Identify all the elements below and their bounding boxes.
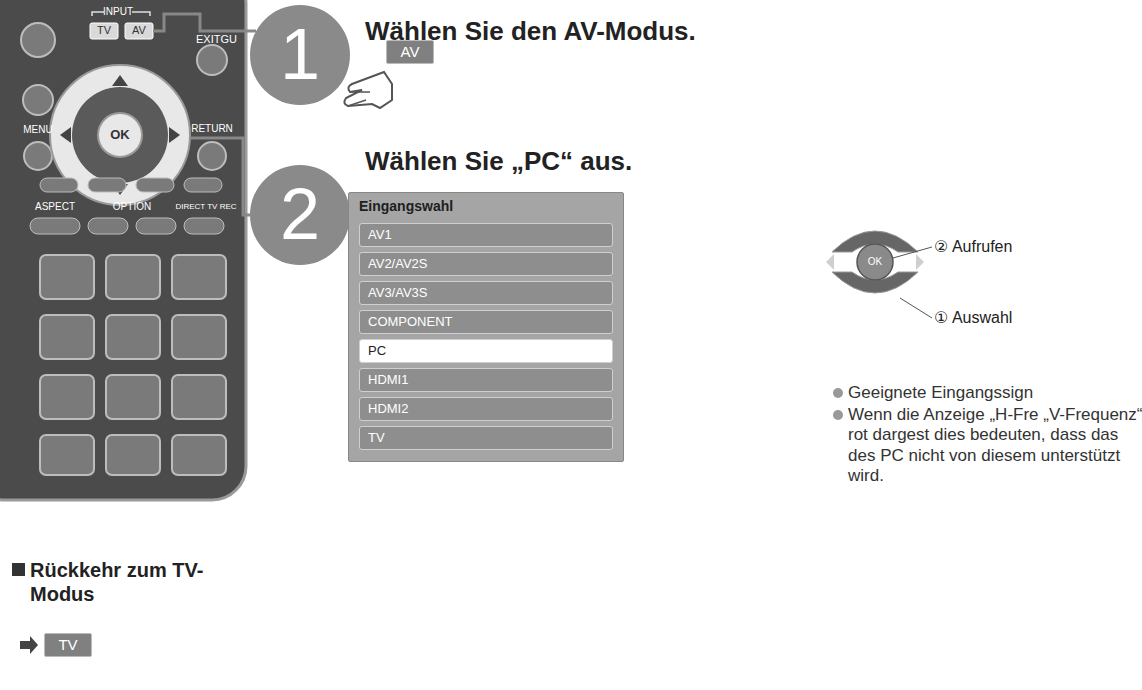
button-label: ASPECT: [35, 201, 75, 213]
menu-item: AV1: [359, 223, 613, 247]
step-heading: Wählen Sie den AV-Modus.: [365, 16, 696, 47]
tv-key: TV: [44, 633, 92, 657]
leader-line: [900, 298, 932, 318]
key-label: OK: [868, 256, 882, 268]
section-heading: Rückkehr zum TV-Modus: [30, 558, 240, 606]
button-label: RETURN: [191, 123, 233, 135]
note-text: Geeignete Eingangssign: [848, 383, 1033, 403]
note-text: Wenn die Anzeige „H-Fre „V-Frequenz“ rot…: [848, 405, 1142, 487]
bullet: [833, 388, 843, 398]
exit-button: [197, 45, 227, 75]
hand-icon: [344, 72, 392, 108]
d-pad-arrows: [60, 75, 180, 195]
left-key: [826, 254, 834, 270]
menu-item: TV: [359, 426, 613, 450]
step-circle: 1: [250, 5, 350, 105]
button-label: INPUT: [103, 6, 133, 18]
button-label: TV: [97, 24, 111, 37]
menu-item: HDMI1: [359, 368, 613, 392]
button-label: DIRECT TV REC: [175, 202, 236, 212]
menu-item: AV2/AV2S: [359, 252, 613, 276]
button-label: AV: [132, 24, 146, 37]
node-text: 1: [280, 15, 320, 94]
hand-icon: [348, 92, 370, 106]
function-button: [88, 218, 128, 234]
node-text: AV2/AV2S: [368, 257, 428, 271]
node-text: AV: [401, 44, 420, 61]
node-text: HDMI1: [368, 373, 408, 387]
color-button: [184, 178, 222, 192]
node-text: TV: [58, 637, 77, 654]
node-text: AV1: [368, 228, 392, 242]
bullet: [833, 410, 843, 420]
right-key: [916, 254, 924, 270]
ok-button: [98, 113, 142, 157]
color-button: [40, 178, 78, 192]
node-text: TV: [368, 431, 385, 445]
node-text: COMPONENT: [368, 315, 453, 329]
function-button: [136, 218, 176, 234]
menu-item: COMPONENT: [359, 310, 613, 334]
node-text: Eingangswahl: [359, 199, 453, 214]
leader-line: [893, 247, 932, 258]
av-button: [125, 23, 153, 39]
arrow-icon: [20, 636, 38, 654]
number-keys: [40, 255, 226, 475]
button-label: OK: [110, 127, 130, 143]
menu-button: [24, 142, 52, 170]
button-label: MENU: [23, 124, 52, 136]
power-button: [21, 23, 55, 57]
return-button: [198, 142, 226, 170]
key-label: ① Auswahl: [934, 308, 1012, 327]
section-square: [12, 563, 25, 576]
round-button: [23, 85, 53, 115]
menu-item: HDMI2: [359, 397, 613, 421]
color-button: [88, 178, 126, 192]
menu-panel: EingangswahlAV1AV2/AV2S AV3/AV3S COMPONENT…: [348, 192, 624, 462]
color-button: [136, 178, 174, 192]
node-text: AV3/AV3S: [368, 286, 428, 300]
leader-line: [153, 14, 256, 31]
node-text: 2: [280, 175, 320, 254]
button-label: OPTION: [113, 201, 151, 213]
node-text: PC: [368, 344, 386, 358]
function-button: [184, 218, 224, 234]
d-pad-inner: [72, 87, 168, 183]
tv-button: [90, 23, 118, 39]
remote-body: [0, 0, 246, 500]
function-button: [30, 218, 80, 234]
step-heading: Wählen Sie „PC“ aus.: [365, 146, 632, 177]
node-text: HDMI2: [368, 402, 408, 416]
menu-item: PC: [359, 339, 613, 363]
step-circle: 2: [250, 165, 350, 265]
key-label: ② Aufrufen: [934, 237, 1012, 256]
button-label: EXITGU: [196, 33, 237, 46]
menu-item: AV3/AV3S: [359, 281, 613, 305]
ok-key: [857, 244, 893, 280]
